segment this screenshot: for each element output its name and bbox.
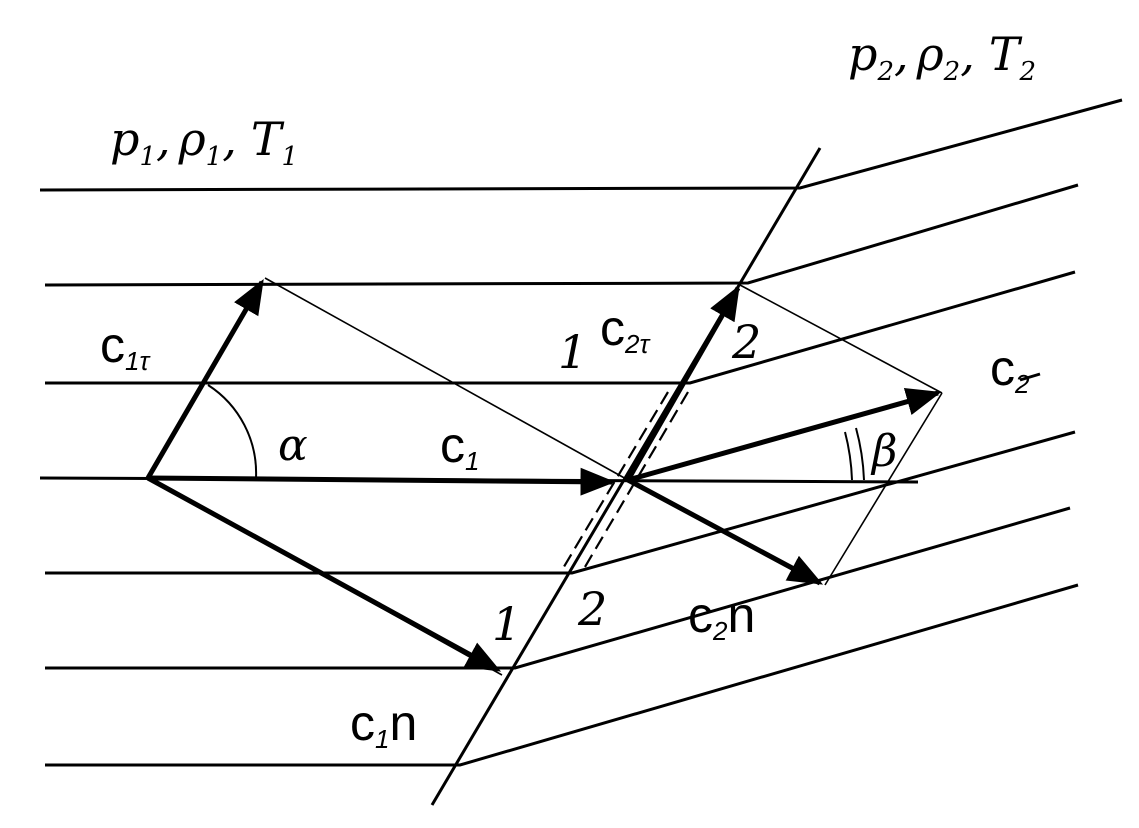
upstream-sep-2: , [222,112,237,166]
upstream-sep-1: , [156,112,171,166]
c2-normal-base: c [688,587,713,643]
streamline-1 [39,98,1123,192]
control-surface-dashes [561,391,689,573]
streamline-2 [44,183,1079,287]
beta-label: β [870,426,897,477]
downstream-sep-2: , [960,27,975,81]
downstream-p: p [848,27,877,81]
c1-tangential-vector [145,278,265,480]
upstream-state-label: p1,ρ1,T1 [110,112,298,172]
upstream-rho: ρ [178,112,206,166]
c2-tangential-vector [625,284,741,482]
downstream-state-label: p2,ρ2,T2 [848,27,1036,87]
streamline-5 [45,430,1076,575]
c2-normal-sub: 2 [712,616,728,646]
downstream-rho: ρ [916,27,944,81]
streamline-3 [45,270,1076,385]
c2-base: c [990,340,1015,396]
downstream-T: T [989,27,1023,81]
c2-sub: 2 [1014,369,1030,399]
c1-tangential-sub: 1τ [125,346,151,376]
c1-normal-tail: n [389,695,417,751]
c2-tangential-base: c [600,300,625,356]
streamline-7 [45,583,1079,767]
c1-sub: 1 [465,446,479,476]
shock-marker-lower-1: 1 [492,597,521,651]
alpha-arc [207,384,258,479]
upstream-T: T [251,112,285,166]
c2-normal-vector [626,477,824,586]
c2-normal-label: c2n [688,587,755,646]
shock-front-line [430,147,822,806]
velocity-vectors [145,278,942,673]
streamlines [39,98,1123,767]
c1-base: c [440,417,465,473]
upstream-T-sub: 1 [282,142,299,172]
c1-normal-base: c [350,695,375,751]
c1-normal-sub: 1 [375,724,389,754]
downstream-sep-1: , [894,27,909,81]
upstream-p: p [110,112,139,166]
streamline-6 [45,506,1071,670]
downstream-p-sub: 2 [876,57,894,87]
c1-vector [147,467,616,496]
shock-marker-upper-1: 1 [558,325,587,379]
c2-label: c2 [990,340,1030,399]
c1-tangential-label: c1τ [100,317,151,376]
c2-normal-tail: n [727,587,755,643]
shock-marker-lower-2: 2 [577,582,607,636]
c1-label: c1 [440,417,479,476]
upstream-p-sub: 1 [139,142,156,172]
downstream-rho-sub: 2 [943,57,961,87]
shock-marker-upper-2: 2 [731,315,761,369]
c1-normal-vector [146,475,502,673]
c2-vector [627,388,942,483]
c2-tangential-label: c2τ [600,300,651,359]
downstream-T-sub: 2 [1019,57,1037,87]
beta-arc [844,427,865,481]
alpha-label: α [278,420,308,471]
c2-label-dash [1019,372,1041,382]
c1-tangential-base: c [100,317,125,373]
c1-normal-label: c1n [350,695,417,754]
upstream-rho-sub: 1 [206,142,223,172]
c2-tangential-sub: 2τ [624,329,651,359]
